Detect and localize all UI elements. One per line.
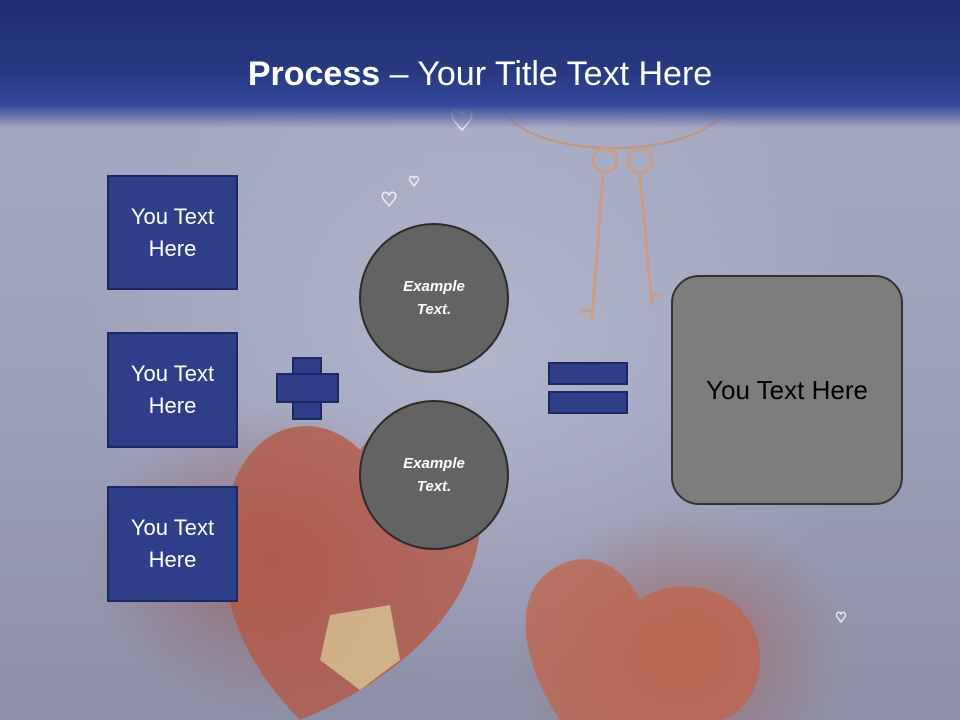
circle-top-label: Example Text.: [403, 278, 465, 318]
lock-plate-shape: [320, 605, 400, 690]
right-heart-shape: [525, 559, 760, 720]
circle-bottom-label: Example Text.: [403, 455, 465, 495]
circle-top[interactable]: Example Text.: [359, 223, 509, 373]
title-bar: [0, 0, 960, 128]
result-box-label: You Text Here: [706, 374, 868, 405]
left-box-3-label: You Text Here: [130, 515, 215, 572]
title-bold: Process: [247, 55, 381, 93]
circle-bottom[interactable]: Example Text.: [359, 400, 509, 550]
left-box-1[interactable]: You Text Here: [107, 175, 238, 290]
slide-title[interactable]: Process – Your Title Text Here: [0, 50, 960, 98]
keys-shape: [579, 146, 663, 321]
left-box-2-label: You Text Here: [130, 361, 215, 418]
result-box[interactable]: You Text Here: [671, 275, 903, 505]
title-rest: – Your Title Text Here: [380, 55, 713, 93]
left-box-3[interactable]: You Text Here: [107, 486, 238, 602]
left-box-1-label: You Text Here: [130, 203, 215, 261]
left-box-2[interactable]: You Text Here: [107, 332, 238, 448]
